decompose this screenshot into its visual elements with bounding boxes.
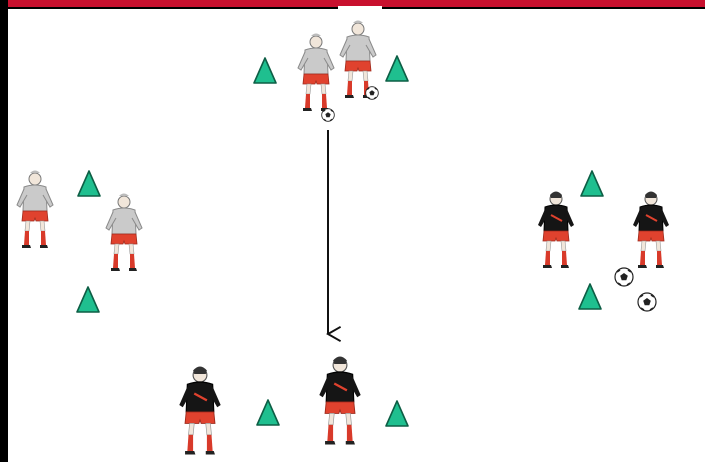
cone-icon: [253, 57, 277, 84]
cone-icon: [385, 55, 409, 82]
right-group: [537, 170, 670, 312]
player-icon: [297, 33, 335, 112]
left-group: [16, 170, 143, 313]
soccer-ball-icon: [365, 86, 379, 100]
player-icon: [537, 190, 575, 269]
soccer-ball-icon: [614, 267, 634, 287]
cone-icon: [580, 170, 604, 197]
soccer-ball-icon: [637, 292, 657, 312]
cone-icon: [256, 399, 280, 426]
player-icon: [178, 365, 222, 456]
top-border-red: [0, 0, 705, 7]
top-group: [253, 20, 409, 122]
player-icon: [318, 355, 362, 446]
player-icon: [16, 170, 54, 249]
top-border-gap: [338, 6, 382, 9]
soccer-ball-icon: [321, 108, 335, 122]
cone-icon: [77, 170, 101, 197]
bottom-group: [178, 355, 409, 456]
player-icon: [632, 190, 670, 269]
player-icon: [339, 20, 377, 99]
left-border: [0, 0, 8, 462]
cone-icon: [385, 400, 409, 427]
player-icon: [105, 193, 143, 272]
cone-icon: [578, 283, 602, 310]
cone-icon: [76, 286, 100, 313]
